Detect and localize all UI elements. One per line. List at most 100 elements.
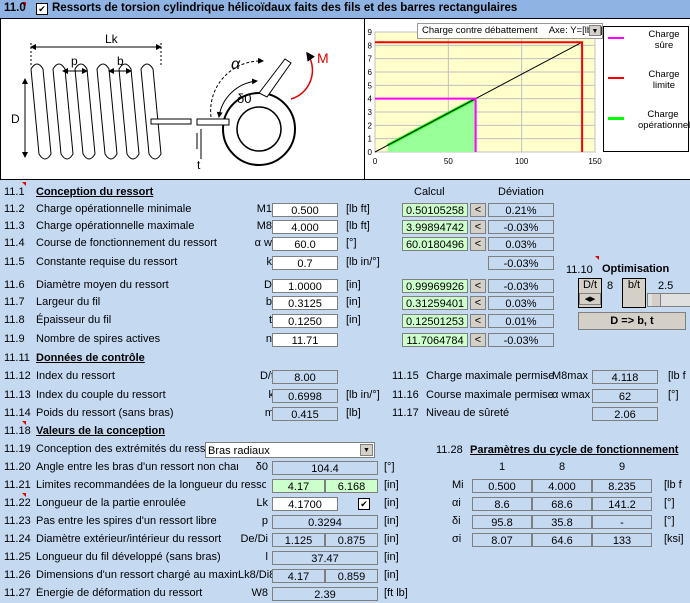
cycle-cell: 0.500 xyxy=(472,479,532,493)
y-tick-label: 3 xyxy=(368,108,373,117)
cycle-row-symbol: Mi xyxy=(452,479,464,491)
copy-back-button[interactable]: < xyxy=(470,220,486,234)
axis-selector-label: Axe: Y=[lb ft], X=[ xyxy=(548,25,623,36)
copy-back-button[interactable]: < xyxy=(470,296,486,310)
row-input[interactable]: 0.3125 xyxy=(272,296,338,310)
y-tick-label: 9 xyxy=(368,28,373,37)
row-label: Pas entre les spires d'un ressort libre xyxy=(36,515,217,527)
row-unit: [lb ft] xyxy=(346,220,370,232)
spring-diagram-panel: Lk p b D α δ0 M t xyxy=(0,18,366,180)
y-tick-label: 1 xyxy=(368,135,373,144)
spring-diagram: Lk p b D α δ0 M t xyxy=(11,32,329,172)
copy-back-button[interactable]: < xyxy=(470,203,486,217)
row-number: 11.5 xyxy=(4,256,25,268)
row-calc: 0.99969926 xyxy=(402,279,468,293)
row-unit: [°] xyxy=(346,237,357,249)
row-label: Course de fonctionnement du ressort xyxy=(36,237,217,249)
bt-slider[interactable] xyxy=(647,293,690,307)
row-value: 104.4 xyxy=(272,461,378,475)
chart-title-bar: Charge contre débattement Axe: Y=[lb ft]… xyxy=(417,23,622,39)
row-input[interactable]: 1.0000 xyxy=(272,279,338,293)
row-symbol: l xyxy=(238,551,268,563)
label-delta0: δ0 xyxy=(237,91,251,106)
row-value: 2.39 xyxy=(272,587,378,601)
row-number: 11.18 xyxy=(4,425,31,437)
row-unit: [ft lb] xyxy=(384,587,408,599)
row-label: Poids du ressort (sans bras) xyxy=(36,407,174,419)
optim-title: Optimisation xyxy=(602,263,670,275)
row-number: 11.12 xyxy=(4,370,31,382)
row-symbol: W8 xyxy=(238,587,268,599)
row-value: 2.06 xyxy=(592,407,658,421)
row-symbol: δ0 xyxy=(238,461,268,473)
row-symbol: b xyxy=(265,296,272,308)
row-value: 0.3294 xyxy=(272,515,378,529)
copy-back-button[interactable]: < xyxy=(470,333,486,347)
copy-back-button[interactable]: < xyxy=(470,279,486,293)
chart-legend: Charge sûre Charge limite Charge opérati… xyxy=(603,26,690,152)
label-b: b xyxy=(117,54,124,68)
cycle-col-header: 9 xyxy=(618,461,626,473)
label-m: M xyxy=(317,50,329,66)
bt-slider-thumb[interactable] xyxy=(652,294,661,306)
section-checkbox[interactable]: ✔ xyxy=(36,3,48,15)
row-symbol: D xyxy=(264,279,272,291)
row-calc: 0.50105258 xyxy=(402,203,468,217)
series-limit-line xyxy=(375,41,584,152)
cycle-cell: 8.07 xyxy=(472,533,532,547)
end-design-dropdown-button[interactable]: ▼ xyxy=(360,444,373,456)
x-tick-label: 100 xyxy=(515,157,529,166)
row-label: Énergie de déformation du ressort xyxy=(36,587,203,599)
copy-back-button[interactable]: < xyxy=(470,314,486,328)
series-safe-line xyxy=(375,97,477,152)
dt-scroll[interactable]: ◀▶ xyxy=(579,293,601,305)
row-unit: [lb f xyxy=(668,370,686,382)
axis-dropdown-button[interactable]: ▼ xyxy=(589,25,601,36)
row-unit: [in] xyxy=(384,497,399,509)
row-number: 11.17 xyxy=(392,407,419,419)
row-number: 11.13 xyxy=(4,389,31,401)
row-input[interactable]: 60.0 xyxy=(272,237,338,251)
copy-back-button[interactable]: < xyxy=(470,237,486,251)
row-input[interactable]: 0.1250 xyxy=(272,314,338,328)
cycle-row-symbol: σi xyxy=(452,533,462,545)
row-number: 11.3 xyxy=(4,220,25,232)
row-label: Niveau de sûreté xyxy=(426,407,510,419)
row-unit: [in] xyxy=(346,296,361,308)
row-calc: 0.31259401 xyxy=(402,296,468,310)
y-tick-label: 4 xyxy=(368,95,373,104)
dt-value: 8 xyxy=(607,280,614,292)
cycle-cell: 8.235 xyxy=(592,479,652,493)
row-number: 11.26 xyxy=(4,569,31,581)
legend-swatch-safe xyxy=(608,37,624,39)
row-symbol: α w xyxy=(254,237,272,249)
row-label: Charge opérationnelle maximale xyxy=(36,220,195,232)
row-number: 11.16 xyxy=(392,389,419,401)
legend-swatch-operational xyxy=(608,117,624,120)
lk-checkbox[interactable]: ✔ xyxy=(358,498,370,510)
row-input[interactable]: 4.1700 xyxy=(272,497,338,511)
row-unit: [in] xyxy=(384,533,399,545)
row-deviation: 0.03% xyxy=(488,237,554,251)
row-value-1: 4.17 xyxy=(272,569,325,583)
row-input[interactable]: 11.71 xyxy=(272,333,338,347)
row-input[interactable]: 0.7 xyxy=(272,256,338,270)
cycle-cell: 95.8 xyxy=(472,515,532,529)
row-number: 11.1 xyxy=(4,186,25,198)
row-label: Index du ressort xyxy=(36,370,115,382)
optimize-button[interactable]: D => b, t xyxy=(578,312,686,330)
label-alpha: α xyxy=(231,56,241,73)
section-header xyxy=(0,0,690,18)
x-tick-label: 0 xyxy=(373,157,378,166)
y-tick-label: 5 xyxy=(368,81,373,90)
row-label: Dimensions d'un ressort chargé au maximu… xyxy=(36,569,257,581)
row-number: 11.6 xyxy=(4,279,25,291)
row-input[interactable]: 0.500 xyxy=(272,203,338,217)
row-label: Charge opérationnelle minimale xyxy=(36,203,192,215)
end-design-select[interactable]: Bras radiaux▼ xyxy=(205,442,375,458)
row-value: 62 xyxy=(592,389,658,403)
row-input[interactable]: 4.000 xyxy=(272,220,338,234)
row-label: Index du couple du ressort xyxy=(36,389,166,401)
row-symbol: p xyxy=(238,515,268,527)
cycle-row-unit: [°] xyxy=(664,515,675,527)
